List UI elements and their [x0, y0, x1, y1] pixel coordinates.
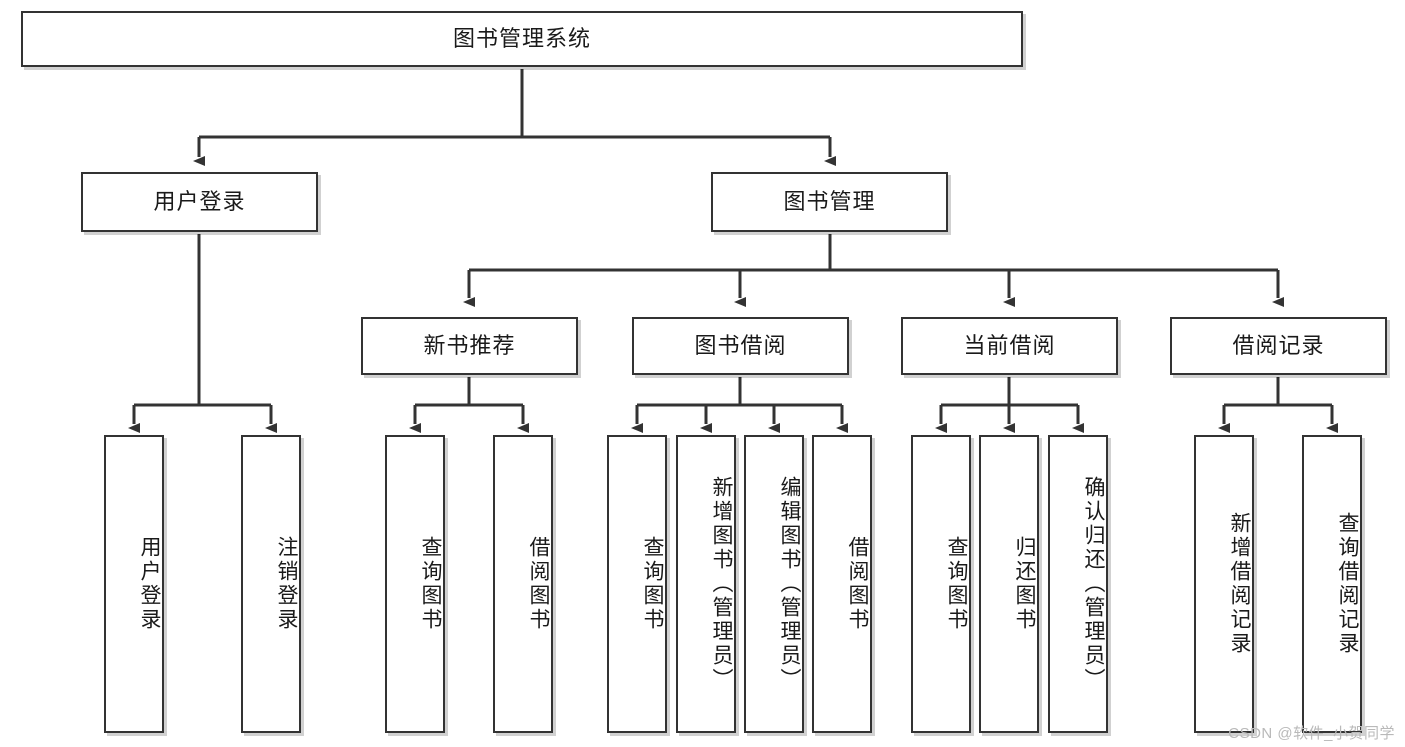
node-label: 确认归还（管理员） [1082, 476, 1105, 692]
leaf-borrow-query-book[interactable]: 查询图书 [607, 435, 667, 733]
edges-currentborrow-to-leaves [935, 377, 1084, 433]
node-label: 图书管理 [783, 188, 876, 214]
node-label: 用户登录 [138, 536, 161, 632]
leaf-borrow-borrow-book[interactable]: 借阅图书 [812, 435, 872, 733]
node-current-borrow[interactable]: 当前借阅 [901, 317, 1118, 375]
leaf-borrow-edit-book-admin[interactable]: 编辑图书（管理员） [744, 435, 804, 733]
leaf-recommend-borrow-book[interactable]: 借阅图书 [493, 435, 553, 733]
edges-newbook-to-leaves [409, 377, 529, 433]
node-label: 新增图书（管理员） [710, 476, 733, 692]
edges-bookmgmt-to-level2 [463, 234, 1284, 307]
leaf-logout[interactable]: 注销登录 [241, 435, 301, 733]
node-label: 归还图书 [1013, 536, 1036, 632]
node-new-book-recommend[interactable]: 新书推荐 [361, 317, 578, 375]
node-label: 借阅记录 [1232, 332, 1325, 358]
node-root-book-management-system[interactable]: 图书管理系统 [21, 11, 1023, 67]
node-label: 查询借阅记录 [1336, 512, 1359, 656]
node-label: 图书管理系统 [452, 25, 591, 51]
node-label: 编辑图书（管理员） [778, 476, 801, 692]
node-label: 图书借阅 [694, 332, 787, 358]
edges-borrowrecord-to-leaves [1218, 377, 1338, 433]
leaf-current-confirm-return-admin[interactable]: 确认归还（管理员） [1048, 435, 1108, 733]
node-label: 用户登录 [153, 188, 246, 214]
leaf-borrow-add-book-admin[interactable]: 新增图书（管理员） [676, 435, 736, 733]
leaf-current-return-book[interactable]: 归还图书 [979, 435, 1039, 733]
node-label: 借阅图书 [846, 536, 869, 632]
leaf-current-query-book[interactable]: 查询图书 [911, 435, 971, 733]
node-borrow-record[interactable]: 借阅记录 [1170, 317, 1387, 375]
node-book-borrow[interactable]: 图书借阅 [632, 317, 849, 375]
node-label: 借阅图书 [527, 536, 550, 632]
node-label: 查询图书 [641, 536, 664, 632]
csdn-watermark: CSDN @软件_小贺同学 [1228, 725, 1395, 742]
leaf-user-login[interactable]: 用户登录 [104, 435, 164, 733]
node-label: 查询图书 [419, 536, 442, 632]
leaf-record-add-borrow-record[interactable]: 新增借阅记录 [1194, 435, 1254, 733]
edges-bookborrow-to-leaves [631, 377, 848, 433]
leaf-recommend-query-book[interactable]: 查询图书 [385, 435, 445, 733]
node-book-management[interactable]: 图书管理 [711, 172, 948, 232]
leaf-record-query-borrow-record[interactable]: 查询借阅记录 [1302, 435, 1362, 733]
node-label: 当前借阅 [963, 332, 1056, 358]
node-user-login[interactable]: 用户登录 [81, 172, 318, 232]
edges-root-to-level1 [193, 69, 836, 166]
node-label: 查询图书 [945, 536, 968, 632]
edges-userlogin-to-leaves [128, 234, 277, 433]
node-label: 新增借阅记录 [1228, 512, 1251, 656]
node-label: 注销登录 [275, 536, 298, 632]
node-label: 新书推荐 [423, 332, 516, 358]
